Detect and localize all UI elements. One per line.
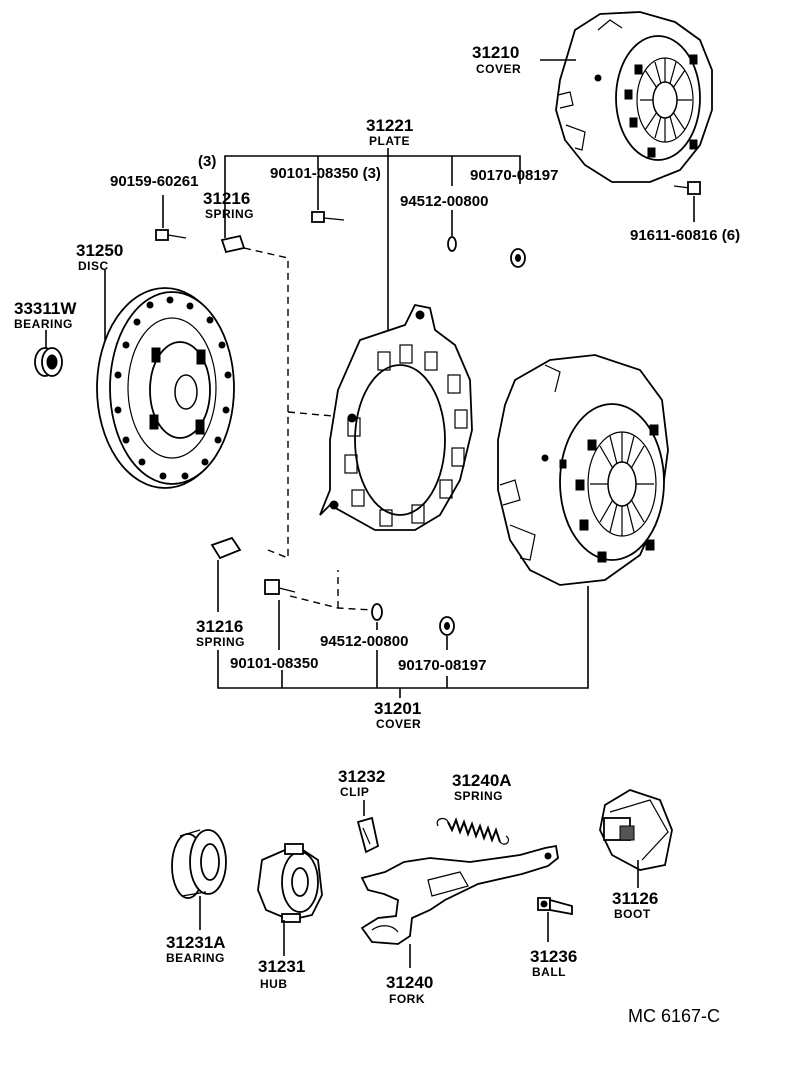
small-bolt-left-illustration bbox=[155, 195, 187, 241]
small-bolt-mid-illustration bbox=[311, 176, 345, 223]
hub-number: 31231 bbox=[258, 957, 305, 976]
pilot-bearing-illustration bbox=[34, 347, 63, 377]
fork-spring-illustration bbox=[436, 817, 510, 845]
cover-bolt-number: 91611-60816 (6) bbox=[630, 227, 740, 244]
spring-clip-top-illustration bbox=[220, 234, 246, 254]
cover-bolt-illustration bbox=[673, 181, 701, 222]
ball-number: 31236 bbox=[530, 947, 577, 966]
washer-mid-number: 94512-00800 bbox=[400, 193, 488, 210]
boot-label: BOOT bbox=[614, 907, 651, 921]
boot-illustration bbox=[599, 789, 673, 871]
spring-clip-bottom-illustration bbox=[210, 536, 242, 560]
spring-top-number: 31216 bbox=[203, 189, 250, 208]
disc-number: 31250 bbox=[76, 241, 123, 260]
washer-mid-illustration bbox=[447, 210, 457, 252]
spring-bottom-number: 31216 bbox=[196, 617, 243, 636]
ball-label: BALL bbox=[532, 965, 566, 979]
release-bearing-label: BEARING bbox=[166, 951, 225, 965]
hub-label: HUB bbox=[260, 977, 288, 991]
bolt-left-qty: (3) bbox=[198, 153, 216, 170]
small-bolt-bottom-illustration bbox=[264, 579, 296, 650]
pilot-bearing-label: BEARING bbox=[14, 317, 73, 331]
release-bearing-number: 31231A bbox=[166, 933, 226, 952]
nut-bottom-number: 90170-08197 bbox=[398, 657, 486, 674]
nut-right-illustration bbox=[510, 248, 526, 268]
pilot-bearing-number: 33311W bbox=[14, 299, 77, 318]
cover-top-label: COVER bbox=[476, 62, 521, 76]
clutch-cover-assembly-illustration bbox=[497, 354, 669, 586]
nut-bottom-illustration bbox=[439, 616, 455, 650]
pressure-plate-illustration bbox=[319, 303, 473, 531]
cover-assy-number: 31201 bbox=[374, 699, 421, 718]
fork-spring-number: 31240A bbox=[452, 771, 512, 790]
ball-stud-illustration bbox=[537, 897, 573, 916]
cover-assy-label: COVER bbox=[376, 717, 421, 731]
plate-number: 31221 bbox=[366, 116, 413, 135]
spring-top-label: SPRING bbox=[205, 207, 254, 221]
clutch-cover-top-illustration bbox=[555, 11, 713, 183]
bolt-bottom-number: 90101-08350 bbox=[230, 655, 318, 672]
figure-code: MC 6167-C bbox=[628, 1006, 720, 1026]
hub-illustration bbox=[257, 843, 323, 923]
fork-spring-label: SPRING bbox=[454, 789, 503, 803]
bolt-mid-number: 90101-08350 (3) bbox=[270, 165, 381, 182]
clip-number: 31232 bbox=[338, 767, 385, 786]
bolt-left-number: 90159-60261 bbox=[110, 173, 198, 190]
clutch-disc-illustration bbox=[96, 287, 235, 489]
boot-number: 31126 bbox=[612, 889, 658, 908]
nut-right-number: 90170-08197 bbox=[470, 167, 558, 184]
clip-illustration bbox=[356, 816, 380, 854]
cover-top-number: 31210 bbox=[472, 43, 519, 62]
release-fork-illustration bbox=[360, 844, 559, 945]
disc-label: DISC bbox=[78, 259, 109, 273]
spring-bottom-label: SPRING bbox=[196, 635, 245, 649]
washer-bottom-number: 94512-00800 bbox=[320, 633, 408, 650]
fork-number: 31240 bbox=[386, 973, 433, 992]
clip-label: CLIP bbox=[340, 785, 369, 799]
release-bearing-illustration bbox=[171, 829, 227, 899]
fork-label: FORK bbox=[389, 992, 425, 1006]
plate-label: PLATE bbox=[369, 134, 410, 148]
washer-bottom-illustration bbox=[371, 603, 383, 630]
